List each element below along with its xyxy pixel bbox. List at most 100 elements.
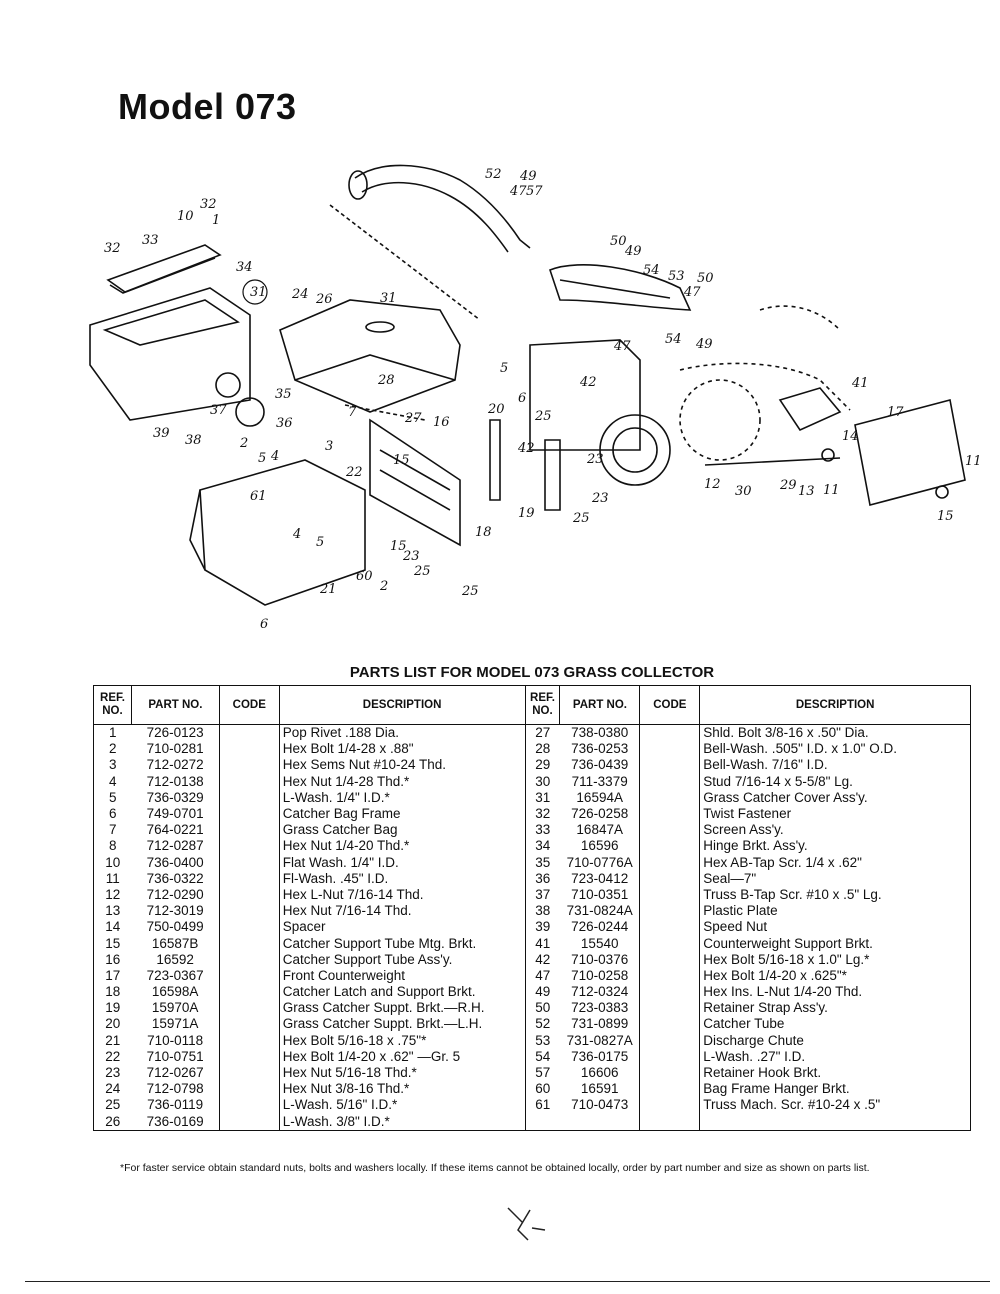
- cell-part-left: 15970A: [131, 1000, 220, 1017]
- cell-ref-right: 42: [524, 951, 560, 968]
- cell-ref-right: 57: [524, 1064, 560, 1082]
- cell-ref-right: 37: [524, 886, 560, 904]
- callout-label: 42: [517, 441, 535, 456]
- cell-part-right: 16606: [559, 1064, 641, 1082]
- cell-ref-right: 29: [524, 757, 560, 774]
- cell-ref-right: 39: [524, 919, 560, 936]
- callout-label: 23: [402, 549, 420, 564]
- cell-ref-right: 27: [524, 724, 560, 742]
- callout-label: 50: [697, 271, 714, 286]
- cell-ref-right: 50: [524, 1000, 560, 1017]
- cell-code-right: [639, 1081, 701, 1098]
- cell-ref-right: 38: [524, 903, 560, 920]
- cell-ref-left: 3: [93, 757, 132, 774]
- cell-part-left: 736-0329: [131, 789, 220, 806]
- cell-desc-right: Grass Catcher Cover Ass'y.: [699, 789, 971, 806]
- header-ref-right: REF. NO.: [524, 685, 561, 725]
- callout-label: 13: [798, 484, 815, 499]
- cell-desc-right: Discharge Chute: [699, 1032, 971, 1049]
- cell-code-left: [218, 951, 280, 968]
- cell-part-right: 16847A: [559, 822, 641, 839]
- callout-label: 32: [200, 197, 217, 212]
- cell-code-right: [639, 1064, 701, 1082]
- counterweight-support-bracket: [778, 387, 842, 432]
- cell-part-left: 712-0287: [131, 838, 220, 855]
- cell-ref-left: 22: [93, 1048, 132, 1065]
- cell-code-right: [639, 838, 701, 855]
- callout-label: 22: [345, 465, 363, 480]
- callout-label: 31: [250, 285, 267, 300]
- cell-part-right: 710-0473: [559, 1097, 641, 1114]
- table-header-row: REF. NO. PART NO. CODE DESCRIPTION REF. …: [93, 685, 971, 725]
- cell-desc-left: Pop Rivet .188 Dia.: [278, 724, 526, 742]
- cell-part-right: 723-0412: [559, 870, 641, 887]
- cell-desc-right: Bell-Wash. .505" I.D. x 1.0" O.D.: [699, 741, 971, 758]
- callout-label: 15: [937, 509, 954, 524]
- cell-part-right: 731-0824A: [559, 903, 641, 920]
- cell-desc-right: Twist Fastener: [699, 805, 971, 823]
- callout-label: 34: [236, 260, 253, 275]
- cell-ref-left: 23: [93, 1064, 132, 1082]
- cell-desc-left: Hex Nut 1/4-20 Thd.*: [278, 838, 526, 855]
- cell-ref-right: 34: [524, 838, 560, 855]
- callout-label: 31: [380, 291, 397, 306]
- cell-desc-right: Bag Frame Hanger Brkt.: [699, 1081, 971, 1098]
- callout-label: 15: [393, 453, 410, 468]
- callout-label: 10: [177, 209, 194, 224]
- callout-label: 16: [433, 415, 450, 430]
- cell-desc-left: Hex Nut 3/8-16 Thd.*: [278, 1081, 526, 1098]
- callout-label: 47: [683, 285, 701, 300]
- cell-desc-left: Hex Nut 1/4-28 Thd.*: [278, 773, 526, 790]
- cell-desc-right: Hex Bolt 5/16-18 x 1.0" Lg.*: [699, 951, 971, 968]
- cell-ref-left: 20: [93, 1016, 132, 1033]
- header-desc-left: DESCRIPTION: [278, 685, 526, 725]
- callout-label: 28: [377, 373, 395, 388]
- header-code-left: CODE: [218, 685, 280, 725]
- cell-code-left: [218, 1016, 280, 1033]
- cell-desc-right: Retainer Strap Ass'y.: [699, 1000, 971, 1017]
- cell-desc-right: Screen Ass'y.: [699, 822, 971, 839]
- cell-ref-left: 26: [93, 1113, 132, 1131]
- cell-code-left: [218, 1048, 280, 1065]
- cell-ref-right: 30: [524, 773, 560, 790]
- cell-ref-left: 1: [93, 724, 132, 742]
- discharge-chute: [549, 264, 692, 311]
- cell-code-left: [218, 919, 280, 936]
- cell-ref-right: 49: [524, 984, 560, 1001]
- cell-ref-left: 8: [93, 838, 132, 855]
- cell-code-right: [639, 1048, 701, 1065]
- callout-label: 11: [965, 454, 980, 469]
- cell-code-right: [639, 1000, 701, 1017]
- cell-ref-left: 17: [93, 967, 132, 984]
- cell-ref-left: 7: [93, 822, 132, 839]
- cell-part-right: 736-0253: [559, 741, 641, 758]
- cell-part-left: 764-0221: [131, 822, 220, 839]
- cell-desc-left: Flat Wash. 1/4" I.D.: [278, 854, 526, 871]
- callout-label: 26: [315, 292, 333, 307]
- cell-ref-left: 6: [93, 805, 132, 823]
- callout-label: 25: [572, 511, 590, 526]
- cell-code-left: [218, 741, 280, 758]
- callout-label: 23: [591, 491, 609, 506]
- cell-part-left: 736-0322: [131, 870, 220, 887]
- callout-label: 30: [735, 484, 752, 499]
- callout-label: 57: [526, 184, 543, 199]
- cell-ref-right: 60: [524, 1081, 560, 1098]
- callout-label: 25: [413, 564, 431, 579]
- cell-part-left: 712-0272: [131, 757, 220, 774]
- cell-code-right: [639, 773, 701, 790]
- cell-code-right: [639, 854, 701, 871]
- cell-desc-right: Plastic Plate: [699, 903, 971, 920]
- callout-label: 12: [704, 477, 721, 492]
- cell-code-left: [218, 805, 280, 823]
- stud: [704, 457, 841, 466]
- cell-ref-right: 53: [524, 1032, 560, 1049]
